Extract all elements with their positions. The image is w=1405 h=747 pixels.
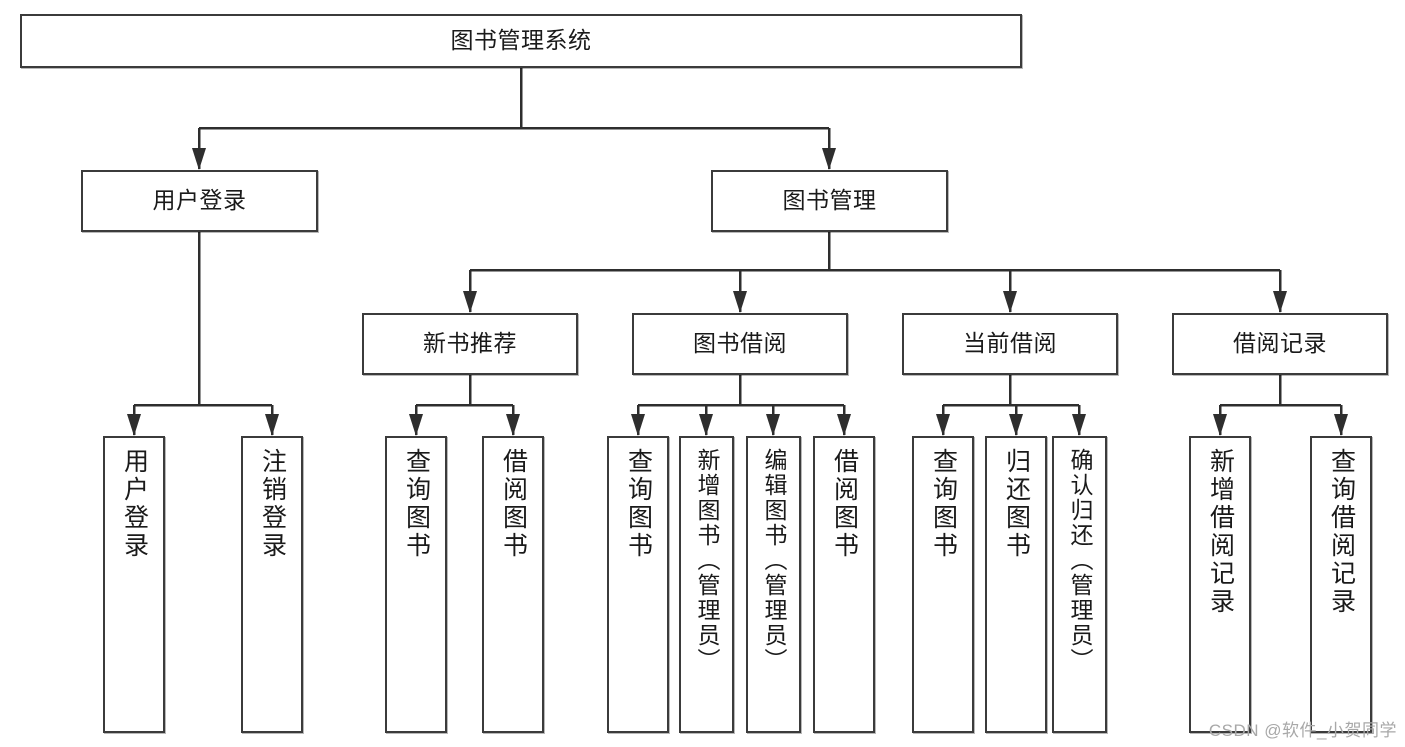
arrow-head-icon bbox=[766, 414, 780, 436]
node-leaf-borrow-book-2[interactable]: 借阅图书 bbox=[813, 436, 875, 733]
node-new-book-rec[interactable]: 新书推荐 bbox=[362, 313, 578, 375]
node-leaf-return-book[interactable]: 归还图书 bbox=[985, 436, 1047, 733]
watermark: CSDN @软件_小贺同学 bbox=[1208, 721, 1397, 740]
node-leaf-query-book-3[interactable]: 查询图书 bbox=[912, 436, 974, 733]
node-label: 新增图书（管理员） bbox=[694, 448, 720, 673]
node-leaf-user-login[interactable]: 用户登录 bbox=[103, 436, 165, 733]
node-leaf-add-record[interactable]: 新增借阅记录 bbox=[1189, 436, 1251, 733]
arrow-head-icon bbox=[837, 414, 851, 436]
arrow-head-icon bbox=[1273, 291, 1287, 313]
node-label: 当前借阅 bbox=[963, 330, 1057, 357]
arrow-head-icon bbox=[192, 148, 206, 170]
node-label: 确认归还（管理员） bbox=[1067, 448, 1093, 673]
node-label: 编辑图书（管理员） bbox=[761, 448, 787, 673]
node-leaf-query-book-2[interactable]: 查询图书 bbox=[607, 436, 669, 733]
node-label: 借阅图书 bbox=[830, 448, 859, 560]
node-label: 查询图书 bbox=[402, 448, 431, 560]
arrow-head-icon bbox=[127, 414, 141, 436]
arrow-head-icon bbox=[699, 414, 713, 436]
node-leaf-add-book[interactable]: 新增图书（管理员） bbox=[679, 436, 734, 733]
arrow-head-icon bbox=[936, 414, 950, 436]
node-leaf-query-book-1[interactable]: 查询图书 bbox=[385, 436, 447, 733]
node-user-login[interactable]: 用户登录 bbox=[81, 170, 318, 232]
node-label: 借阅记录 bbox=[1233, 330, 1327, 357]
arrow-head-icon bbox=[265, 414, 279, 436]
node-leaf-user-logout[interactable]: 注销登录 bbox=[241, 436, 303, 733]
arrow-head-icon bbox=[1009, 414, 1023, 436]
node-label: 归还图书 bbox=[1002, 448, 1031, 560]
arrow-head-icon bbox=[1072, 414, 1086, 436]
node-label: 图书管理 bbox=[782, 187, 877, 214]
node-label: 查询图书 bbox=[929, 448, 958, 560]
node-leaf-confirm-return[interactable]: 确认归还（管理员） bbox=[1052, 436, 1107, 733]
arrow-head-icon bbox=[631, 414, 645, 436]
arrow-head-icon bbox=[1334, 414, 1348, 436]
node-label: 查询图书 bbox=[624, 448, 653, 560]
node-label: 图书管理系统 bbox=[450, 27, 592, 54]
node-label: 图书借阅 bbox=[693, 330, 787, 357]
arrow-head-icon bbox=[409, 414, 423, 436]
node-label: 注销登录 bbox=[258, 448, 287, 560]
node-root[interactable]: 图书管理系统 bbox=[20, 14, 1022, 68]
node-label: 新书推荐 bbox=[423, 330, 517, 357]
node-leaf-borrow-book-1[interactable]: 借阅图书 bbox=[482, 436, 544, 733]
arrow-head-icon bbox=[733, 291, 747, 313]
node-current-borrow[interactable]: 当前借阅 bbox=[902, 313, 1118, 375]
node-label: 用户登录 bbox=[152, 187, 247, 214]
node-book-manage[interactable]: 图书管理 bbox=[711, 170, 948, 232]
node-label: 用户登录 bbox=[120, 448, 149, 560]
node-borrow-record[interactable]: 借阅记录 bbox=[1172, 313, 1388, 375]
node-leaf-edit-book[interactable]: 编辑图书（管理员） bbox=[746, 436, 801, 733]
arrow-head-icon bbox=[506, 414, 520, 436]
node-book-borrow[interactable]: 图书借阅 bbox=[632, 313, 848, 375]
node-label: 查询借阅记录 bbox=[1327, 448, 1356, 616]
arrow-head-icon bbox=[822, 148, 836, 170]
arrow-head-icon bbox=[1213, 414, 1227, 436]
node-leaf-query-record[interactable]: 查询借阅记录 bbox=[1310, 436, 1372, 733]
arrow-head-icon bbox=[1003, 291, 1017, 313]
arrow-head-icon bbox=[463, 291, 477, 313]
node-label: 借阅图书 bbox=[499, 448, 528, 560]
node-label: 新增借阅记录 bbox=[1206, 448, 1235, 616]
